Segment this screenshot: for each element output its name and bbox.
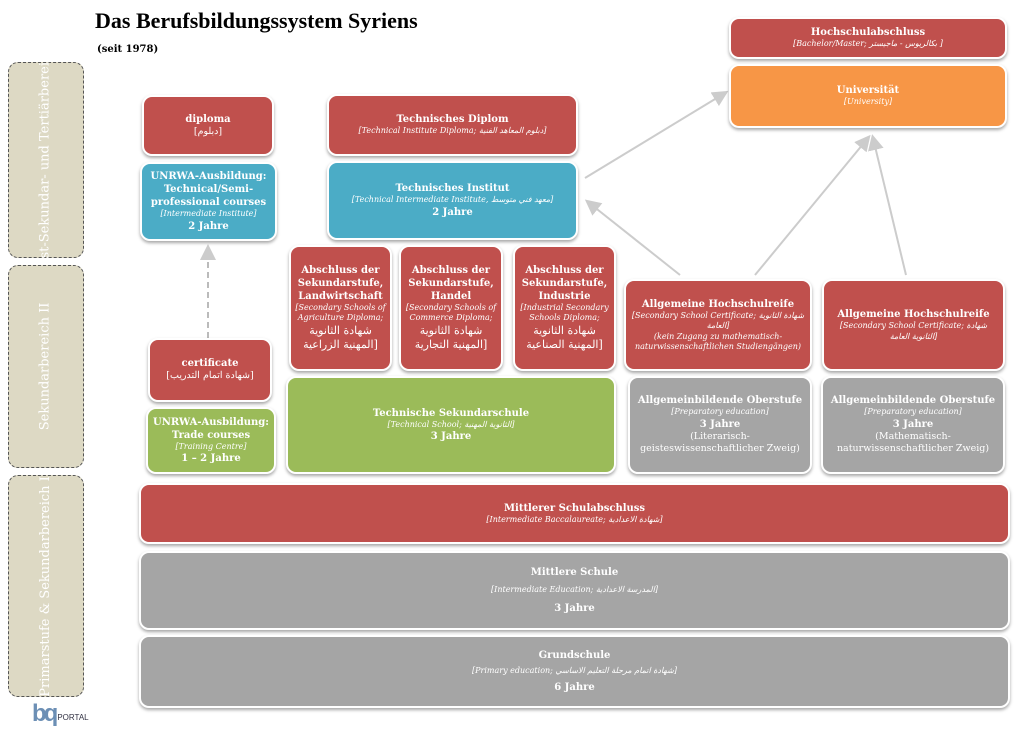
box-oberstufe-math: Allgemeinbildende Oberstufe[Preparatory … (821, 376, 1005, 474)
side-label-tertiary: Post-Sekundar- und Tertiärbereich (8, 46, 84, 274)
page-title: Das Berufsbildungssystem Syriens (95, 8, 418, 33)
box-abschluss-handel: Abschluss der Sekundarstufe, Handel[Seco… (399, 245, 503, 371)
arrow-institut-to-university (584, 90, 729, 179)
box-technisches-institut: Technisches Institut[Technical Intermedi… (327, 161, 578, 240)
box-technisches-diplom: Technisches Diplom[Technical Institute D… (327, 94, 578, 156)
arrow-ahr1-to-institut (584, 199, 681, 276)
box-oberstufe-literarisch: Allgemeinbildende Oberstufe[Preparatory … (628, 376, 812, 474)
box-mittlerer-schulabschluss: Mittlerer Schulabschluss[Intermediate Ba… (139, 483, 1010, 544)
arrow-ahr1-to-university (754, 134, 871, 276)
box-hochschulreife-math: Allgemeine Hochschulreife[Secondary Scho… (822, 279, 1005, 371)
page-subtitle: (seit 1978) (97, 44, 159, 55)
box-certificate: certificate[شهادة اتمام التدريب] (148, 338, 272, 402)
box-mittlere-schule: Mittlere Schule[Intermediate Education; … (139, 551, 1010, 630)
box-unrwa-technical: UNRWA-Ausbildung: Technical/Semi-profess… (140, 162, 277, 241)
bq-portal-logo: bq PORTAL (32, 700, 89, 727)
box-unrwa-trade: UNRWA-Ausbildung: Trade courses[Training… (146, 407, 276, 474)
side-label-primary: Primarstufe & Sekundarbereich I (8, 475, 84, 697)
box-grundschule: Grundschule[Primary education; شهادة اتم… (139, 635, 1010, 708)
side-label-secondary-2: Sekundarbereich II (8, 265, 84, 468)
arrow-ahr2-to-university (868, 134, 907, 276)
box-hochschulabschluss: Hochschulabschluss[Bachelor/Master; بكال… (729, 17, 1007, 59)
box-universitaet: Universität[University] (729, 64, 1007, 128)
box-diploma: diploma[دبلوم] (142, 95, 274, 156)
box-abschluss-industrie: Abschluss der Sekundarstufe, Industrie[I… (513, 245, 616, 371)
box-technische-sekundarschule: Technische Sekundarschule[Technical Scho… (286, 376, 616, 474)
box-abschluss-landwirtschaft: Abschluss der Sekundarstufe, Landwirtsch… (289, 245, 392, 371)
box-hochschulreife-literarisch: Allgemeine Hochschulreife[Secondary Scho… (624, 279, 812, 371)
